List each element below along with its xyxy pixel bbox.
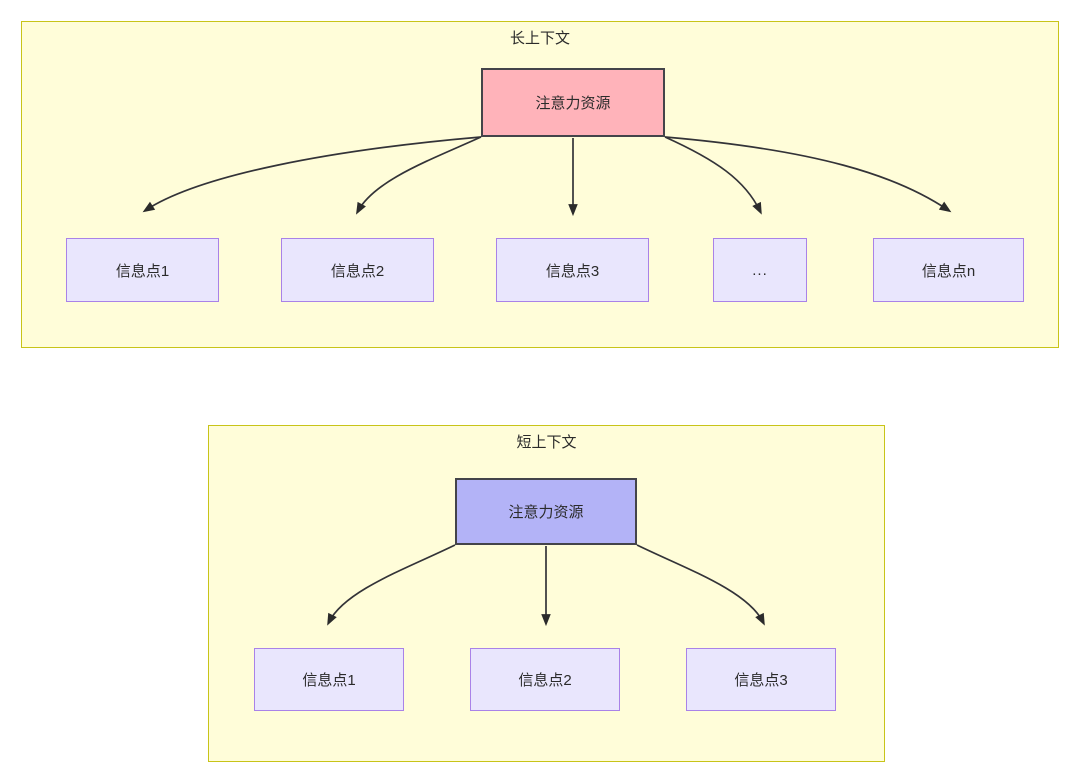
node-info-point-short-1[interactable]: 信息点1: [254, 648, 404, 711]
node-info-point-long-3[interactable]: 信息点3: [496, 238, 649, 302]
node-info-point-long-1[interactable]: 信息点1: [66, 238, 219, 302]
panel-short-context: [208, 425, 885, 762]
node-attention-resource-short[interactable]: 注意力资源: [455, 478, 637, 545]
node-info-point-short-2[interactable]: 信息点2: [470, 648, 620, 711]
node-info-point-long-n[interactable]: 信息点n: [873, 238, 1024, 302]
panel-title-long-context: 长上下文: [509, 30, 570, 47]
node-info-point-long-2[interactable]: 信息点2: [281, 238, 434, 302]
node-info-point-short-3[interactable]: 信息点3: [686, 648, 836, 711]
node-attention-resource-long[interactable]: 注意力资源: [481, 68, 665, 137]
panel-title-short-context: 短上下文: [516, 434, 577, 451]
node-info-point-long-ellipsis[interactable]: ...: [713, 238, 807, 302]
